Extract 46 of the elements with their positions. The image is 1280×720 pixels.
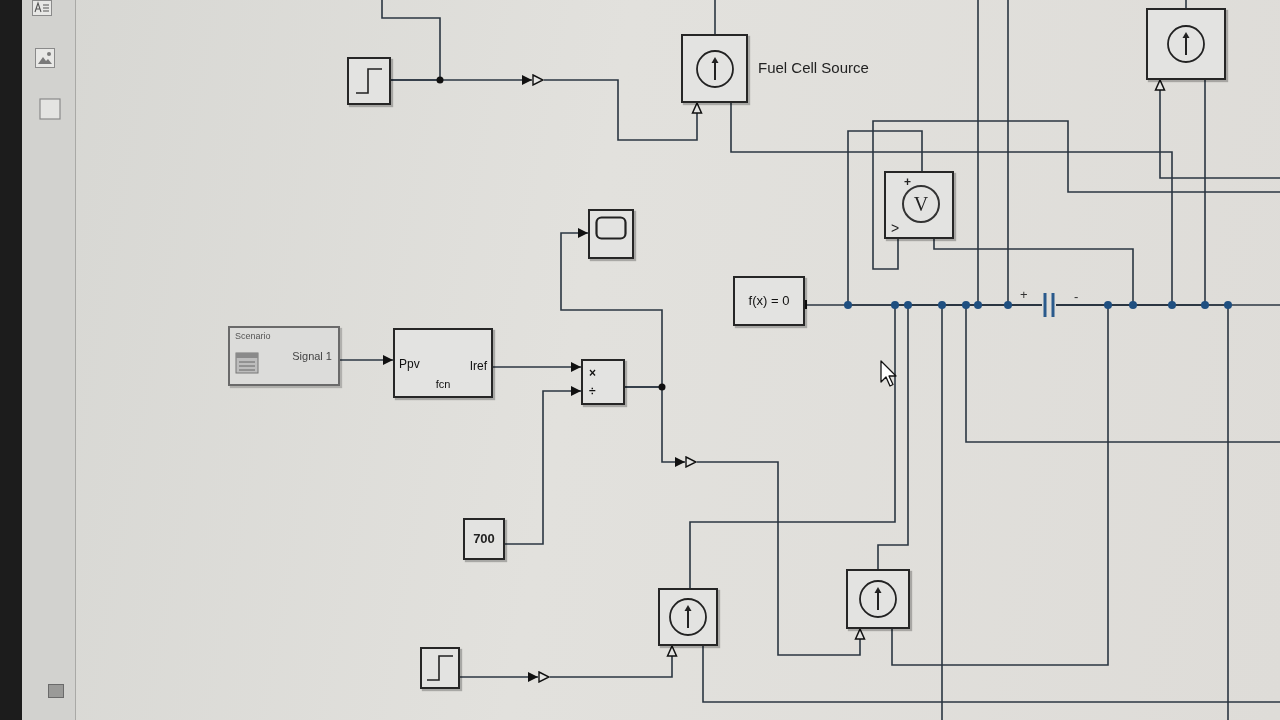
constant-block	[463, 518, 505, 560]
output-port-marker: >	[891, 219, 900, 238]
wire	[702, 645, 1280, 703]
product-block	[581, 359, 625, 405]
signal-arrow	[696, 461, 866, 656]
wire	[381, 0, 441, 81]
signal-builder-block	[228, 326, 340, 386]
scope-block	[588, 209, 634, 259]
constant-value: 700	[473, 530, 495, 549]
signal-arrow	[504, 386, 582, 545]
converter-triangle	[538, 671, 550, 683]
step-block	[347, 57, 391, 105]
converter-triangle	[685, 456, 697, 468]
converter-triangle	[532, 74, 544, 86]
wire	[965, 304, 1280, 443]
output-port-label: Iref	[469, 358, 487, 375]
capacitor-symbol	[1042, 292, 1056, 318]
current-source-block	[1146, 8, 1226, 80]
step-block	[420, 647, 460, 689]
signal-arrow	[549, 645, 678, 678]
function-block	[393, 328, 493, 398]
operator-label: ×	[589, 365, 596, 382]
input-port-label: Ppv	[399, 356, 420, 373]
signal-arrow	[459, 672, 539, 682]
solver-label: f(x) = 0	[748, 292, 790, 311]
operator-label: ÷	[589, 383, 596, 400]
polarity-sign: +	[1020, 288, 1028, 301]
voltage-sensor-block	[884, 171, 954, 239]
function-name-label: fcn	[434, 376, 452, 392]
wire	[872, 120, 1280, 270]
wire	[1185, 0, 1187, 9]
port-label: Signal 1	[292, 349, 332, 364]
signal-arrow	[1154, 79, 1280, 179]
wire	[714, 0, 716, 35]
block-title: Scenario	[235, 330, 271, 343]
block-name-label: Fuel Cell Source	[758, 58, 869, 79]
polarity-sign: -	[1074, 290, 1079, 303]
current-source-block	[658, 588, 718, 646]
wire	[1055, 304, 1229, 720]
voltmeter-symbol: V	[902, 185, 940, 223]
current-source-block	[846, 569, 910, 629]
signal-arrow	[492, 362, 582, 372]
signal-arrow	[624, 386, 686, 467]
signal-arrow	[543, 79, 703, 141]
solver-block	[733, 276, 805, 326]
signal-arrow	[339, 355, 394, 365]
